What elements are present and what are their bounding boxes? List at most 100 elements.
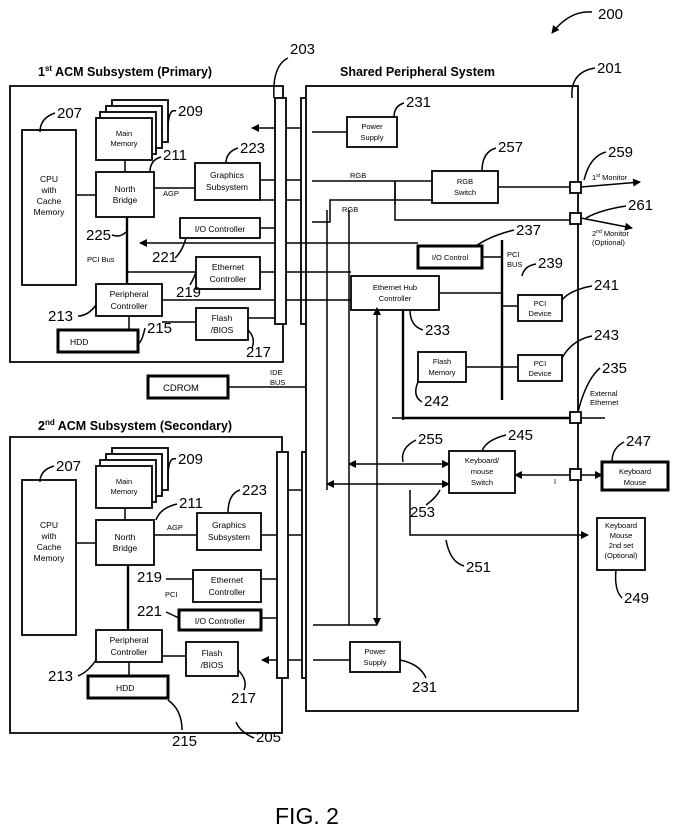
svg-text:Supply: Supply	[364, 658, 387, 667]
svg-text:253: 253	[410, 504, 435, 521]
svg-text:BUS: BUS	[270, 378, 285, 387]
primary-subsystem: 1st ACM Subsystem (Primary) 203 CPU with…	[10, 41, 315, 362]
svg-text:North: North	[115, 532, 136, 542]
svg-text:243: 243	[594, 327, 619, 344]
ref-203: 203	[290, 41, 315, 58]
svg-text:/BIOS: /BIOS	[201, 660, 224, 670]
svg-text:CPU: CPU	[40, 174, 58, 184]
svg-text:221: 221	[137, 603, 162, 620]
svg-text:213: 213	[48, 668, 73, 685]
primary-connector-strip	[275, 98, 286, 324]
secondary-title: 2nd ACM Subsystem (Secondary)	[38, 418, 232, 433]
svg-text:PCI Bus: PCI Bus	[87, 255, 115, 264]
figure-caption: FIG. 2	[275, 803, 339, 829]
svg-text:Mouse: Mouse	[624, 478, 647, 487]
svg-text:Controller: Controller	[111, 647, 148, 657]
svg-text:219: 219	[137, 569, 162, 586]
svg-text:Graphics: Graphics	[210, 170, 244, 180]
svg-text:Keyboard: Keyboard	[619, 467, 651, 476]
svg-text:Controller: Controller	[379, 294, 412, 303]
svg-text:Peripheral: Peripheral	[110, 635, 149, 645]
svg-text:Bridge: Bridge	[113, 543, 138, 553]
svg-text:Graphics: Graphics	[212, 520, 246, 530]
svg-text:215: 215	[147, 320, 172, 337]
svg-text:Supply: Supply	[361, 133, 384, 142]
svg-text:Keyboard/: Keyboard/	[465, 456, 500, 465]
svg-text:Ethernet: Ethernet	[212, 262, 245, 272]
primary-title: 1st ACM Subsystem (Primary)	[38, 64, 212, 79]
svg-text:251: 251	[466, 559, 491, 576]
svg-text:219: 219	[176, 284, 201, 301]
svg-text:211: 211	[179, 495, 203, 512]
svg-text:Subsystem: Subsystem	[208, 532, 250, 542]
svg-text:PCI: PCI	[507, 250, 520, 259]
svg-text:Memory: Memory	[110, 139, 137, 148]
svg-text:211: 211	[163, 147, 187, 164]
svg-text:207: 207	[57, 105, 82, 122]
svg-text:External: External	[590, 389, 618, 398]
svg-text:245: 245	[508, 427, 533, 444]
svg-text:242: 242	[424, 393, 449, 410]
svg-text:RGB: RGB	[350, 171, 366, 180]
svg-text:223: 223	[242, 482, 267, 499]
monitor-port-1	[570, 182, 581, 193]
svg-text:Controller: Controller	[210, 274, 247, 284]
svg-text:Cache: Cache	[37, 196, 62, 206]
svg-text:AGP: AGP	[163, 189, 179, 198]
svg-text:233: 233	[425, 322, 450, 339]
svg-text:207: 207	[56, 458, 81, 475]
svg-text:Mouse: Mouse	[610, 531, 633, 540]
svg-text:HDD: HDD	[70, 337, 88, 347]
svg-text:PCI: PCI	[165, 590, 178, 599]
svg-text:239: 239	[538, 255, 563, 272]
svg-text:223: 223	[240, 140, 265, 157]
figure-ref-200: 200	[552, 6, 623, 33]
svg-text:Flash: Flash	[212, 313, 233, 323]
svg-text:North: North	[115, 184, 136, 194]
svg-text:Ethernet: Ethernet	[211, 575, 244, 585]
ref-205: 205	[256, 729, 281, 746]
svg-text:201: 201	[597, 60, 622, 77]
svg-text:Cache: Cache	[37, 542, 62, 552]
svg-text:Switch: Switch	[471, 478, 493, 487]
svg-text:231: 231	[406, 94, 431, 111]
secondary-subsystem: 2nd ACM Subsystem (Secondary) 205 CPU wi…	[10, 418, 282, 750]
svg-text:209: 209	[178, 451, 203, 468]
svg-text:Flash: Flash	[433, 357, 451, 366]
svg-text:IDE: IDE	[270, 368, 283, 377]
svg-text:I/O Control: I/O Control	[432, 253, 469, 262]
svg-text:Memory: Memory	[34, 553, 65, 563]
rgb-switch	[432, 171, 498, 203]
monitor-1-label: 1st Monitor	[592, 173, 628, 182]
svg-text:249: 249	[624, 590, 649, 607]
svg-text:213: 213	[48, 308, 73, 325]
svg-text:209: 209	[178, 103, 203, 120]
svg-text:235: 235	[602, 360, 627, 377]
svg-text:2nd set: 2nd set	[609, 541, 635, 550]
svg-text:221: 221	[152, 249, 177, 266]
svg-text:PCI: PCI	[534, 299, 547, 308]
svg-text:215: 215	[172, 733, 197, 750]
svg-text:241: 241	[594, 277, 619, 294]
svg-text:RGB: RGB	[457, 177, 473, 186]
svg-text:257: 257	[498, 139, 523, 156]
svg-text:CPU: CPU	[40, 520, 58, 530]
svg-text:259: 259	[608, 144, 633, 161]
shared-peripheral-system: Shared Peripheral System 201 Power Suppl…	[286, 60, 622, 711]
svg-text:225: 225	[86, 227, 111, 244]
svg-text:I: I	[554, 477, 556, 486]
svg-text:Switch: Switch	[454, 188, 476, 197]
svg-text:237: 237	[516, 222, 541, 239]
svg-text:BUS: BUS	[507, 260, 522, 269]
keyboard-port	[570, 469, 581, 480]
svg-text:AGP: AGP	[167, 523, 183, 532]
svg-text:Power: Power	[361, 122, 383, 131]
svg-text:mouse: mouse	[471, 467, 494, 476]
svg-text:Memory: Memory	[428, 368, 455, 377]
external-ports: 1st Monitor 259 2nd Monitor (Optional) 2…	[570, 144, 668, 607]
svg-text:231: 231	[412, 679, 437, 696]
svg-text:247: 247	[626, 433, 651, 450]
svg-text:Device: Device	[529, 369, 552, 378]
svg-text:with: with	[40, 531, 56, 541]
